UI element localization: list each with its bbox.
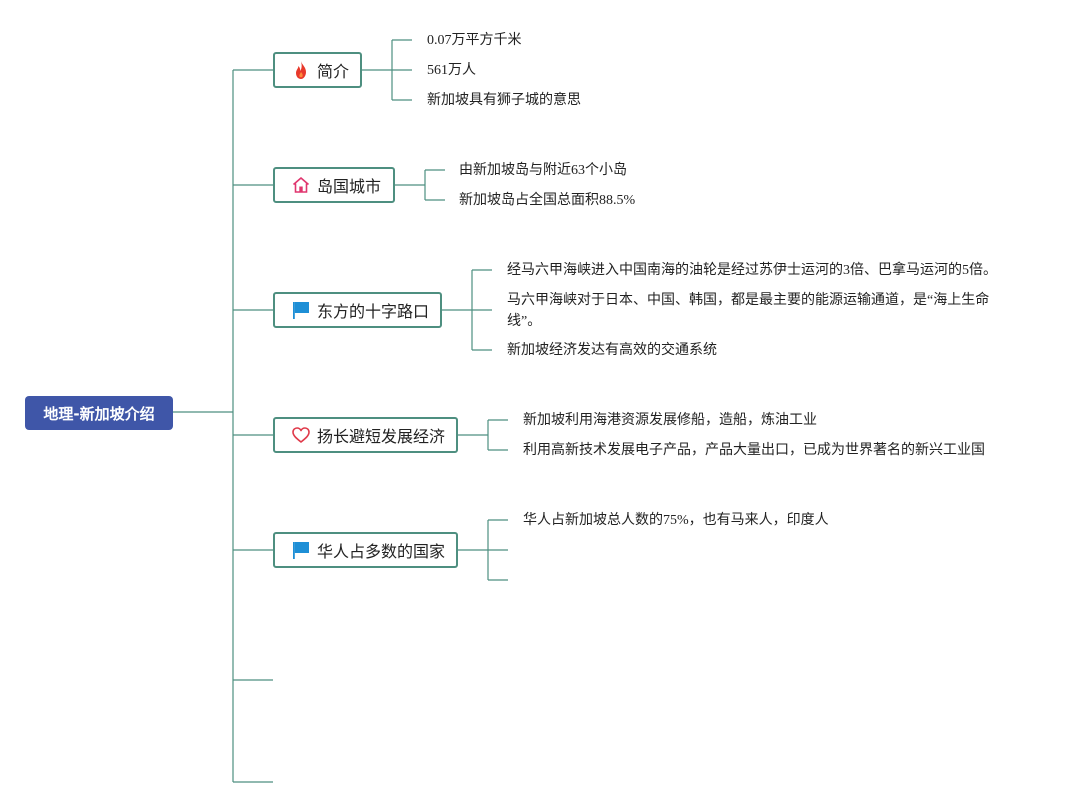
leaf-item: 0.07万平方千米 bbox=[427, 33, 522, 48]
leaf-item: 利用高新技术发展电子产品，产品大量出口，已成为世界著名的新兴工业国 bbox=[523, 443, 985, 458]
leaf-item: 新加坡岛占全国总面积88.5% bbox=[459, 193, 636, 208]
topic-label: 扬长避短发展经济 bbox=[317, 427, 446, 446]
topic-crossroads[interactable]: 东方的十字路口 bbox=[273, 292, 442, 328]
leaf-item: 561万人 bbox=[427, 63, 476, 78]
leaf-item: 华人占新加坡总人数的75%，也有马来人，印度人 bbox=[523, 513, 829, 528]
heart-icon bbox=[291, 425, 311, 445]
topic-label: 简介 bbox=[317, 62, 350, 81]
topic-island-city[interactable]: 岛国城市 bbox=[273, 167, 395, 203]
house-icon bbox=[291, 175, 311, 195]
flag-icon bbox=[291, 540, 311, 560]
topic-label: 华人占多数的国家 bbox=[317, 542, 446, 561]
flame-icon bbox=[291, 60, 311, 80]
flag-icon bbox=[291, 300, 311, 320]
topic-label: 东方的十字路口 bbox=[317, 302, 430, 321]
leaf-item: 经马六甲海峡进入中国南海的油轮是经过苏伊士运河的3倍、巴拿马运河的5倍。 bbox=[507, 263, 997, 278]
root-label: 地理-新加坡介绍 bbox=[43, 404, 155, 423]
leaf-item: 马六甲海峡对于日本、中国、韩国，都是最主要的能源运输通道，是“海上生命线”。 bbox=[507, 293, 990, 329]
leaf-item: 新加坡利用海港资源发展修船，造船，炼油工业 bbox=[523, 413, 817, 428]
leaf-item: 由新加坡岛与附近63个小岛 bbox=[459, 163, 627, 178]
topic-chinese-majority[interactable]: 华人占多数的国家 bbox=[273, 532, 458, 568]
leaf-item: 新加坡经济发达有高效的交通系统 bbox=[507, 343, 717, 358]
leaf-item: 新加坡具有狮子城的意思 bbox=[427, 93, 581, 108]
topic-intro[interactable]: 简介 bbox=[273, 52, 362, 88]
root-node[interactable]: 地理-新加坡介绍 bbox=[25, 396, 173, 430]
topic-economy[interactable]: 扬长避短发展经济 bbox=[273, 417, 458, 453]
topic-label: 岛国城市 bbox=[317, 177, 382, 196]
